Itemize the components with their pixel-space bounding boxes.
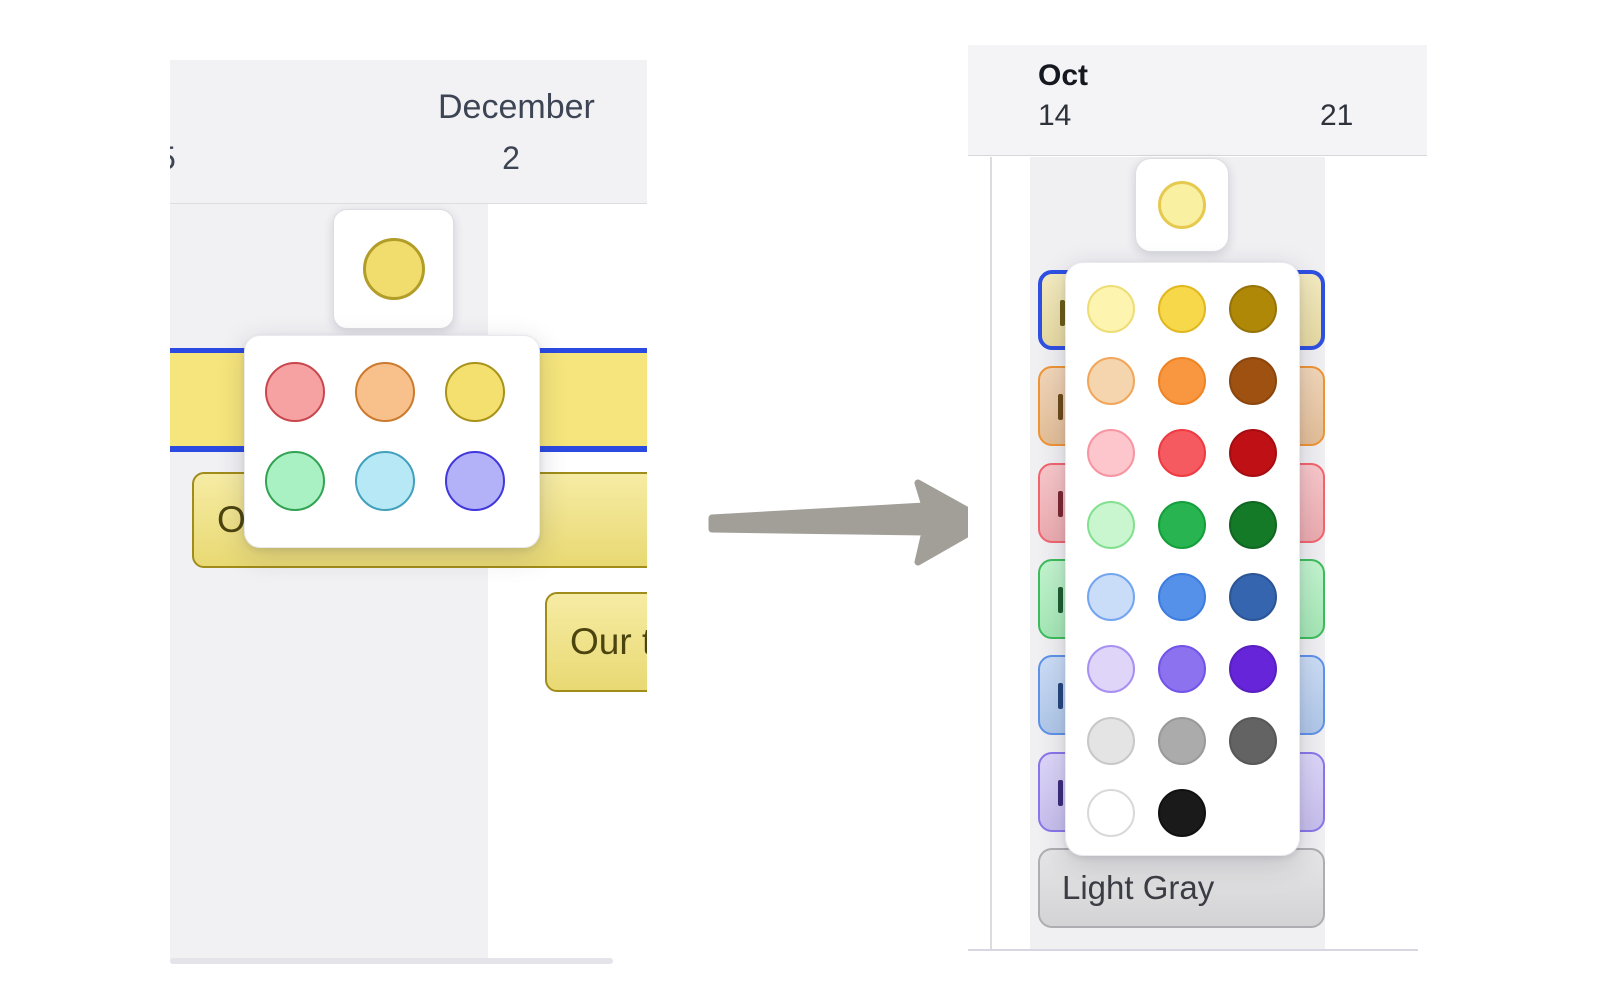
palette-row-mono bbox=[1087, 789, 1299, 837]
color-swatch-yellow[interactable] bbox=[1158, 285, 1206, 333]
current-color-icon bbox=[1158, 181, 1206, 229]
color-swatch-dark-blue[interactable] bbox=[1229, 573, 1277, 621]
color-swatch-light-purple[interactable] bbox=[1087, 645, 1135, 693]
current-color-icon bbox=[362, 238, 425, 300]
color-swatch-gray[interactable] bbox=[1158, 717, 1206, 765]
color-swatch-dark-purple[interactable] bbox=[1229, 645, 1277, 693]
timeline-week-column-shading bbox=[170, 204, 488, 960]
color-swatch-orange[interactable] bbox=[1158, 357, 1206, 405]
timeline-panel-before: December 5 2 O Our t bbox=[170, 60, 647, 966]
day-tick-label: 2 bbox=[502, 140, 520, 176]
palette-row-orange bbox=[1087, 357, 1299, 405]
month-label: Oct bbox=[1038, 59, 1089, 92]
palette-row-yellow bbox=[1087, 285, 1299, 333]
day-tick-label: 5 bbox=[170, 140, 176, 177]
palette-row-gray bbox=[1087, 717, 1299, 765]
color-swatch-green[interactable] bbox=[265, 451, 325, 511]
color-swatch-dark-gray[interactable] bbox=[1229, 717, 1277, 765]
color-swatch-red[interactable] bbox=[265, 362, 325, 422]
palette-row-green bbox=[1087, 501, 1299, 549]
task-bar-label: O bbox=[217, 499, 246, 540]
color-swatch-purple[interactable] bbox=[1158, 645, 1206, 693]
month-label: December bbox=[438, 88, 595, 126]
transition-arrow-icon bbox=[708, 479, 992, 566]
color-swatch-button[interactable] bbox=[333, 209, 454, 329]
task-bar-label: Light Gray bbox=[1062, 869, 1215, 906]
color-swatch-light-blue[interactable] bbox=[1087, 573, 1135, 621]
timeline-grid-line bbox=[990, 157, 992, 949]
clipped-label-stub bbox=[1060, 300, 1065, 326]
color-swatch-dark-red[interactable] bbox=[1229, 429, 1277, 477]
palette-row bbox=[265, 362, 539, 422]
color-swatch-dark-orange[interactable] bbox=[1229, 357, 1277, 405]
timeline-header: Oct 14 21 bbox=[968, 45, 1427, 156]
color-swatch-green[interactable] bbox=[1158, 501, 1206, 549]
task-bar-label: Our t bbox=[570, 621, 647, 662]
timeline-header: December 5 2 bbox=[170, 60, 647, 204]
palette-row-purple bbox=[1087, 645, 1299, 693]
color-swatch-dark-green[interactable] bbox=[1229, 501, 1277, 549]
color-swatch-light-green[interactable] bbox=[1087, 501, 1135, 549]
color-swatch-yellow[interactable] bbox=[445, 362, 505, 422]
color-swatch-button[interactable] bbox=[1135, 158, 1229, 252]
color-swatch-dark-yellow[interactable] bbox=[1229, 285, 1277, 333]
color-picker-popover bbox=[244, 335, 540, 548]
day-tick-label: 14 bbox=[1038, 99, 1072, 132]
timeline-bottom-border bbox=[968, 949, 1418, 951]
palette-row-red bbox=[1087, 429, 1299, 477]
color-swatch-black[interactable] bbox=[1158, 789, 1206, 837]
color-swatch-light-orange[interactable] bbox=[1087, 357, 1135, 405]
color-swatch-red[interactable] bbox=[1158, 429, 1206, 477]
color-swatch-white[interactable] bbox=[1087, 789, 1135, 837]
clipped-label-stub bbox=[1058, 780, 1063, 806]
color-swatch-light-red[interactable] bbox=[1087, 429, 1135, 477]
color-swatch-light-gray[interactable] bbox=[1087, 717, 1135, 765]
clipped-label-stub bbox=[1058, 394, 1063, 420]
clipped-label-stub bbox=[1058, 683, 1063, 709]
color-picker-popover bbox=[1065, 262, 1300, 856]
clipped-label-stub bbox=[1058, 587, 1063, 613]
color-swatch-purple[interactable] bbox=[445, 451, 505, 511]
timeline-panel-after: Oct 14 21 Light Gray bbox=[968, 45, 1427, 952]
palette-row bbox=[265, 451, 539, 511]
clipped-label-stub bbox=[1058, 491, 1063, 517]
color-swatch-light-yellow[interactable] bbox=[1087, 285, 1135, 333]
color-swatch-teal[interactable] bbox=[355, 451, 415, 511]
task-bar[interactable]: Light Gray bbox=[1038, 848, 1325, 928]
color-swatch-blue[interactable] bbox=[1158, 573, 1206, 621]
palette-row-blue bbox=[1087, 573, 1299, 621]
color-swatch-orange[interactable] bbox=[355, 362, 415, 422]
horizontal-scrollbar[interactable] bbox=[170, 958, 613, 964]
day-tick-label: 21 bbox=[1320, 99, 1354, 132]
task-bar[interactable]: Our t bbox=[545, 592, 647, 692]
